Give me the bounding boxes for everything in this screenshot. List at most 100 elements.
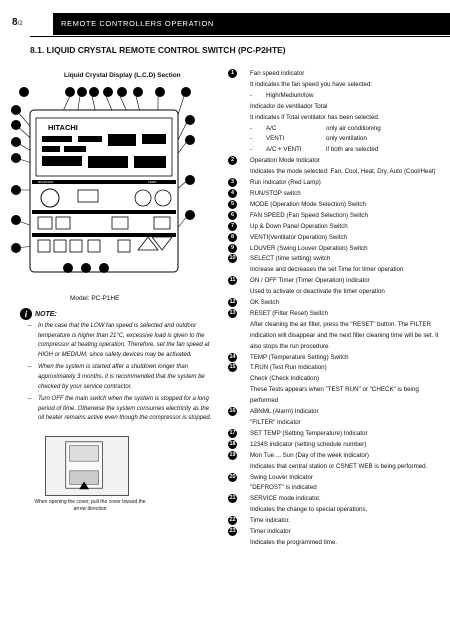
- info-icon: i: [20, 308, 32, 320]
- item-title: SELECT (time setting) switch: [250, 255, 331, 263]
- item-title: Mon Tue ... Sun (Day of the week indicat…: [250, 451, 369, 459]
- item-title: Swing Louver Indicator: [250, 473, 313, 481]
- section-title: 8.1. LIQUID CRYSTAL REMOTE CONTROL SWITC…: [30, 45, 286, 55]
- item-title: MODE (Operation Mode Selection) Switch: [250, 200, 366, 208]
- item-17: 17 SET TEMP (Setting Temperature) Indicat…: [228, 428, 446, 440]
- note-list: In the case that the LOW fan speed is se…: [28, 322, 213, 427]
- item-14: 14 TEMP (Temperature Setting) Switch: [228, 352, 446, 364]
- item-21: 21 SERVICE mode indicator. Indicates the c…: [228, 494, 446, 516]
- model-label: Model: PC-P1HE: [70, 295, 120, 302]
- item-title: RUN/STOP switch: [250, 189, 301, 197]
- svg-text:RUN/STOP: RUN/STOP: [38, 180, 53, 184]
- item-description: Indicates the mode selected: Fan, Cool, …: [250, 168, 436, 176]
- item-list: 1 Fan speed indicator It indicates the fan…: [228, 69, 446, 549]
- option-desc: only air conditioning: [326, 124, 381, 132]
- item-15: 15 T.RUN (Test Run Indication) Check (Chec…: [228, 363, 446, 407]
- item-20: 20 Swing Louver Indicator "DEFROST" is ind…: [228, 472, 446, 495]
- item-option: - A/C + VENTI if both are selected: [250, 145, 446, 156]
- item-title: RESET (Filter Reset) Switch: [250, 309, 328, 317]
- remote-control-illustration: HITACHI RUN/STOP TEMP: [11, 87, 195, 273]
- item-title: SET TEMP (Setting Temperature) Indicator: [250, 429, 368, 437]
- note-item: Turn OFF the main switch when the system…: [28, 395, 213, 424]
- option-name: VENTI: [266, 135, 285, 143]
- option-dash: -: [250, 135, 253, 143]
- item-title: Fan speed indicator: [250, 70, 305, 77]
- item-22: 22 Time indicator.: [228, 516, 446, 527]
- item-6: 6 FAN SPEED (Fan Speed Selection) Switch: [228, 210, 446, 222]
- item-option: - High/Medium/low: [250, 91, 446, 102]
- item-number-badge: 19: [228, 450, 237, 460]
- note-item: When the system is started after a shutd…: [28, 363, 213, 392]
- item-title: OK Switch: [250, 299, 279, 307]
- option-desc: if both are selected: [326, 146, 379, 154]
- item-title: Time indicator.: [250, 517, 291, 525]
- item-5: 5 MODE (Operation Mode Selection) Switch: [228, 199, 446, 211]
- item-title: Operation Mode Indicator: [250, 157, 320, 165]
- item-number-badge: 22: [228, 516, 237, 526]
- item-description: Increase and decreases the set Time for …: [250, 266, 404, 274]
- lcd-caption: Liquid Crystal Display (L.C.D) Section: [64, 72, 181, 79]
- item-title: SERVICE mode indicator.: [250, 495, 321, 503]
- item-title: T.RUN (Test Run Indication): [250, 364, 327, 372]
- item-number-badge: 10: [228, 254, 237, 264]
- item-number-badge: 14: [228, 352, 237, 362]
- item-title: ABNML (Alarm) Indicator: [250, 408, 319, 416]
- note-header: i NOTE:: [20, 308, 57, 320]
- item-number-badge: 5: [228, 199, 237, 209]
- item-number-badge: 9: [228, 243, 237, 253]
- option-dash: -: [250, 91, 253, 99]
- note-item: In the case that the LOW fan speed is se…: [28, 322, 213, 360]
- item-title: TEMP (Temperature Setting) Switch: [250, 353, 349, 361]
- item-number-badge: 7: [228, 221, 237, 231]
- item-number-badge: 4: [228, 188, 237, 198]
- cover-photo: [45, 436, 129, 496]
- item-description: After cleaning the air filter, press the…: [250, 320, 439, 350]
- item-number-badge: 12: [228, 298, 237, 308]
- item-number-badge: 23: [228, 527, 237, 537]
- item-description: Indicates the change to special operatio…: [250, 506, 368, 514]
- item-number-badge: 8: [228, 232, 237, 242]
- item-description: "FILTER" Indicator: [250, 419, 301, 426]
- item-title: FAN SPEED (Fan Speed Selection) Switch: [250, 211, 368, 219]
- item-description: Indicates that central station or CSNET …: [250, 462, 428, 470]
- item-title: 1234S indicator (setting schedule number…: [250, 440, 367, 448]
- item-title: VENTI(Ventilator Operation) Switch: [250, 233, 347, 241]
- item-7: 7 Up & Down Panel Operation Switch: [228, 221, 446, 233]
- item-description: Check (Check Indication): [250, 375, 320, 383]
- item-number-badge: 13: [228, 308, 237, 318]
- option-name: A/C + VENTI: [266, 146, 302, 154]
- item-4: 4 RUN/STOP switch: [228, 188, 446, 200]
- item-number-badge: 3: [228, 178, 237, 188]
- item-number-badge: 20: [228, 472, 237, 482]
- item-9: 9 LOUVER (Swing Louver Operation) Switch: [228, 243, 446, 255]
- item-title: Up & Down Panel Operation Switch: [250, 222, 348, 230]
- option-dash: -: [250, 146, 253, 154]
- item-description: It indicates the fan speed you have sele…: [250, 80, 373, 88]
- brand-logo: HITACHI: [48, 123, 78, 132]
- item-number-badge: 17: [228, 428, 237, 438]
- item-number-badge: 6: [228, 210, 237, 220]
- item-number-badge: 1: [228, 69, 237, 78]
- item-description: "DEFROST" is indicated: [250, 484, 317, 492]
- option-name: High/Medium/low: [266, 91, 314, 99]
- item-description: These Tests appears when "TEST RUN" or "…: [250, 386, 419, 405]
- item-number-badge: 21: [228, 494, 237, 504]
- option-dash: -: [250, 124, 253, 132]
- item-title: Run indicator (Red Lamp): [250, 179, 321, 187]
- item-1: 1 Fan speed indicator It indicates the fan…: [228, 69, 446, 156]
- item-12: 12 OK Switch: [228, 298, 446, 309]
- item-title: ON / OFF Timer (Timer Operation) Indicat…: [250, 277, 370, 285]
- page-header: 8/2 REMOTE CONTROLLERS OPERATION: [0, 13, 450, 35]
- item-number-badge: 15: [228, 363, 237, 373]
- arrow-down-icon: [79, 481, 89, 490]
- item-title: LOUVER (Swing Louver Operation) Switch: [250, 244, 368, 252]
- item-title: Timer indicator: [250, 528, 291, 536]
- item-description: It indicates if Total ventilator has bee…: [250, 113, 380, 121]
